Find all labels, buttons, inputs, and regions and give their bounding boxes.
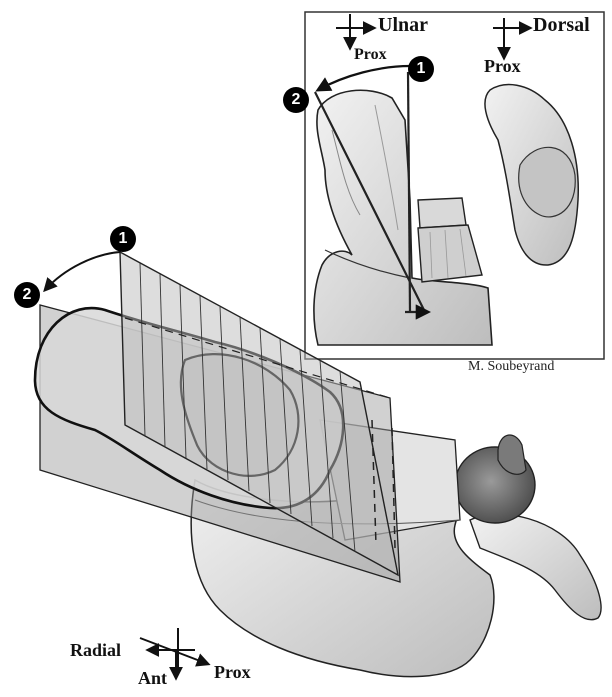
inset-prox-label: Prox xyxy=(354,46,387,64)
main-marker-1: 1 xyxy=(110,226,136,252)
main-marker-2: 2 xyxy=(14,282,40,308)
prox-label: Prox xyxy=(214,662,251,683)
ant-label: Ant xyxy=(138,668,167,689)
author-credit: M. Soubeyrand xyxy=(468,359,554,375)
radial-label: Radial xyxy=(70,640,121,661)
main-rotation-arrow xyxy=(45,252,120,290)
inset-ulnar-label: Ulnar xyxy=(378,14,428,37)
inset-prox-label-2: Prox xyxy=(484,56,521,77)
inset-dorsal-label: Dorsal xyxy=(533,14,590,37)
inset-marker-1: 1 xyxy=(408,56,434,82)
inset-marker-2: 2 xyxy=(283,87,309,113)
